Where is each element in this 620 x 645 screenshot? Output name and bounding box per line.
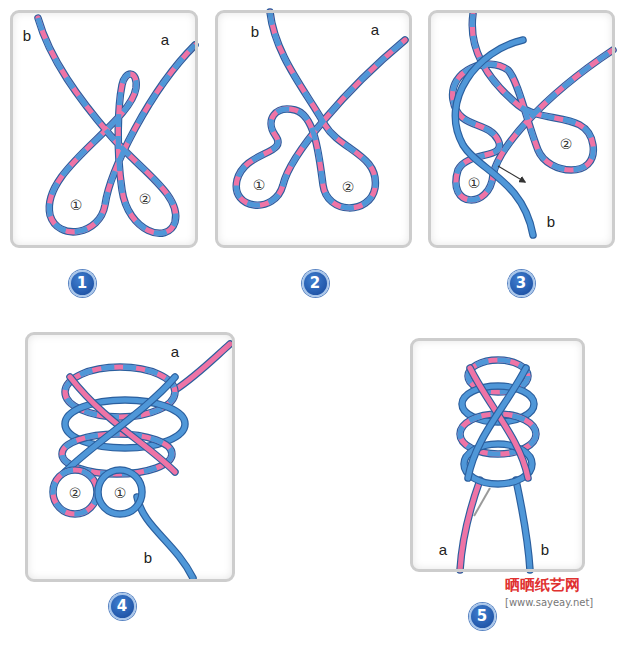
cord-end-label: b xyxy=(251,24,259,41)
step-badge: 2 xyxy=(302,270,329,297)
cord-end-label: ① xyxy=(468,176,481,191)
cord xyxy=(38,18,195,233)
cord xyxy=(455,40,533,235)
step-number: 4 xyxy=(117,598,127,615)
cord xyxy=(453,14,613,200)
cord-end-label: ① xyxy=(114,486,127,501)
cord xyxy=(53,470,97,514)
cord xyxy=(236,12,405,208)
watermark: 晒晒纸艺网 xyxy=(505,577,580,594)
cord-outline xyxy=(98,470,142,514)
step-panel: b a ① ② xyxy=(10,10,198,248)
cord xyxy=(53,470,97,514)
cord xyxy=(516,480,530,570)
cord-end-label: ② xyxy=(139,192,152,207)
cord-end-label: a xyxy=(371,22,379,39)
cord xyxy=(468,368,526,478)
cord-end-label: ② xyxy=(342,180,355,195)
cord-outline xyxy=(175,344,230,390)
cord-figure xyxy=(236,12,405,208)
cord-outline xyxy=(236,12,405,208)
cord xyxy=(65,377,175,472)
cord xyxy=(38,18,195,233)
cord-outline xyxy=(65,377,175,472)
step-panel: ① ② b xyxy=(428,10,615,248)
cord-outline xyxy=(468,368,526,478)
step-badge: 3 xyxy=(508,270,535,297)
step-panel: a ② ① b xyxy=(25,332,235,582)
cord-figure xyxy=(453,14,613,235)
cord-end-label: ① xyxy=(253,178,266,193)
cord-outline xyxy=(516,480,530,570)
cord-end-label: ① xyxy=(70,198,83,213)
step-number: 5 xyxy=(477,608,487,625)
cord-outline xyxy=(53,470,97,514)
step-number: 2 xyxy=(310,275,320,292)
step-panel: b a ① ② xyxy=(215,10,412,248)
cord xyxy=(236,12,405,208)
cord-end-label: a xyxy=(439,542,447,559)
cord-outline xyxy=(38,18,195,233)
cord-outline xyxy=(455,40,533,235)
cord-end-label: ② xyxy=(560,137,573,152)
cord xyxy=(175,344,230,390)
cord xyxy=(453,14,613,200)
cord xyxy=(460,480,480,570)
cord-end-label: b xyxy=(23,28,31,45)
watermark: [www.sayeay.net] xyxy=(505,597,593,608)
cord-figure xyxy=(460,360,536,570)
step-badge: 4 xyxy=(109,593,136,620)
cord-figure xyxy=(53,344,230,578)
step-badge: 1 xyxy=(69,270,96,297)
direction-arrow xyxy=(498,166,525,182)
step-number: 3 xyxy=(516,275,526,292)
cord-figure xyxy=(38,18,195,233)
cord-end-label: a xyxy=(161,32,169,49)
cord xyxy=(137,497,193,578)
cord-end-label: ② xyxy=(69,486,82,501)
cord-end-label: a xyxy=(171,344,179,361)
cord-end-label: b xyxy=(144,550,152,567)
step-panel: ab xyxy=(410,338,585,572)
cord-outline xyxy=(460,480,480,570)
cord-end-label: b xyxy=(547,214,555,231)
step-badge: 5 xyxy=(469,603,496,630)
cord xyxy=(98,470,142,514)
cord-outline xyxy=(137,497,193,578)
cord-outline xyxy=(453,14,613,200)
cord-end-label: b xyxy=(541,542,549,559)
needle xyxy=(474,488,490,516)
step-number: 1 xyxy=(77,275,87,292)
